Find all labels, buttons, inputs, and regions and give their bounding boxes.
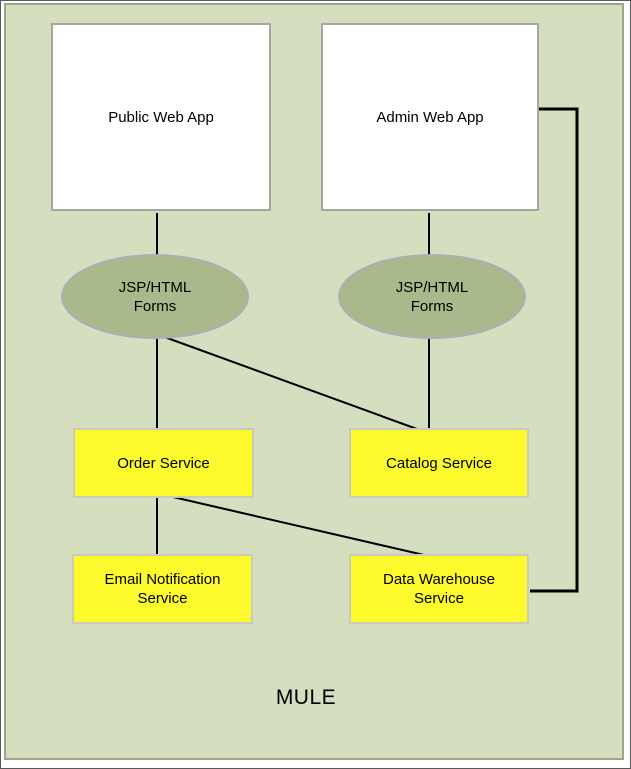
email-notification-service-label: Email Notification Service <box>104 571 221 607</box>
email-notification-service-node: Email Notification Service <box>72 554 253 624</box>
data-warehouse-service-node: Data Warehouse Service <box>349 554 529 624</box>
order-service-label: Order Service <box>117 454 210 472</box>
mule-label: MULE <box>275 686 337 709</box>
admin-web-app-node: Admin Web App <box>321 23 539 211</box>
catalog-service-node: Catalog Service <box>349 428 529 498</box>
order-service-node: Order Service <box>73 428 254 498</box>
public-web-app-label: Public Web App <box>108 108 214 126</box>
jsp-html-forms-right-label: JSP/HTML Forms <box>395 278 469 315</box>
data-warehouse-service-label: Data Warehouse Service <box>382 571 495 607</box>
jsp-html-forms-right-node: JSP/HTML Forms <box>338 254 526 339</box>
public-web-app-node: Public Web App <box>51 23 271 211</box>
catalog-service-label: Catalog Service <box>386 454 492 472</box>
admin-web-app-label: Admin Web App <box>376 108 484 126</box>
jsp-html-forms-left-node: JSP/HTML Forms <box>61 254 249 339</box>
jsp-html-forms-left-label: JSP/HTML Forms <box>118 278 192 315</box>
